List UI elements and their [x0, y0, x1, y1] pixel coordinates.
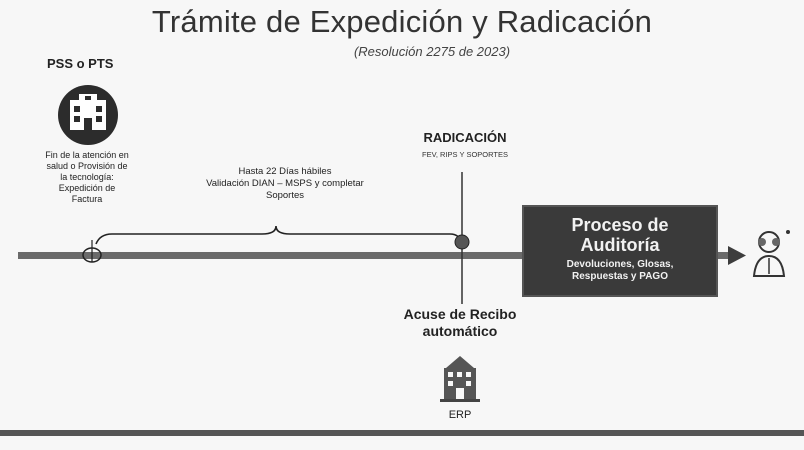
auditor-person-icon	[752, 230, 790, 277]
acuse-line: automático	[422, 323, 498, 339]
bottom-separator	[0, 430, 804, 436]
duration-line: Validación DIAN – MSPS y completar	[206, 178, 364, 189]
process-description: Devoluciones, Glosas, Respuestas y PAGO	[524, 259, 716, 283]
pss-desc-line: Expedición de	[58, 183, 116, 193]
pss-desc-line: salud o Provisión de	[46, 161, 128, 171]
pss-description: Fin de la atención en salud o Provisión …	[22, 150, 152, 205]
pss-desc-line: Fin de la atención en	[45, 150, 129, 160]
duration-line: Hasta 22 Días hábiles	[238, 166, 332, 177]
pss-desc-line: Factura	[71, 194, 103, 204]
pss-label: PSS o PTS	[47, 56, 114, 71]
duration-line: Soportes	[265, 190, 305, 201]
duration-brace	[95, 225, 463, 245]
process-desc-line: Respuestas y PAGO	[572, 271, 668, 282]
acuse-label: Acuse de Recibo automático	[380, 306, 540, 340]
radicacion-subtitle: FEV, RIPS Y SOPORTES	[421, 150, 508, 159]
pss-desc-line: la tecnología:	[60, 172, 114, 182]
radicacion-title: RADICACIÓN	[423, 130, 507, 145]
acuse-line: Acuse de Recibo	[403, 306, 517, 322]
erp-label: ERP	[448, 409, 472, 421]
erp-building-icon	[440, 356, 480, 402]
process-desc-line: Devoluciones, Glosas,	[566, 259, 674, 270]
process-title: Proceso de Auditoría	[524, 215, 716, 255]
page-title: Trámite de Expedición y Radicación	[151, 4, 653, 39]
duration-label: Hasta 22 Días hábiles Validación DIAN – …	[170, 166, 400, 202]
hospital-building-icon	[58, 85, 118, 145]
radicacion-marker	[454, 234, 470, 250]
audit-process-box: Proceso de Auditoría Devoluciones, Glosa…	[522, 205, 718, 297]
timeline-bar	[18, 252, 730, 259]
process-title-line: Auditoría	[580, 235, 660, 255]
timeline-arrow-icon	[728, 246, 746, 265]
process-title-line: Proceso de	[571, 215, 669, 235]
page-subtitle: (Resolución 2275 de 2023)	[353, 44, 511, 59]
